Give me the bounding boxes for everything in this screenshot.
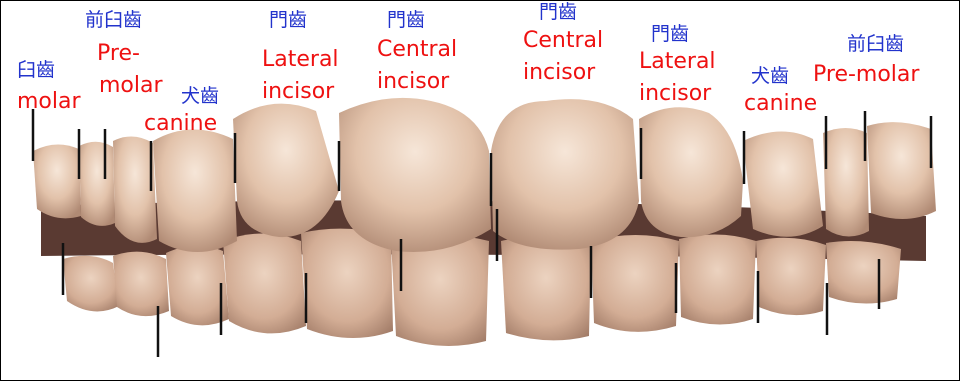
label-premolar-en-right-line1: Pre- <box>97 43 140 65</box>
label-central-incisor-zh-right: 門齒 <box>387 11 425 30</box>
label-premolar-zh-right: 前臼齒 <box>85 11 142 30</box>
label-molar-zh-right: 臼齒 <box>17 61 55 80</box>
label-canine-zh-right: 犬齒 <box>181 87 219 106</box>
label-lateral-incisor-en-right-line2: incisor <box>262 81 334 103</box>
label-lateral-incisor-zh-left: 門齒 <box>651 25 689 44</box>
label-lateral-incisor-zh-right: 門齒 <box>269 11 307 30</box>
label-central-incisor-en-left-line1: Central <box>523 30 603 52</box>
label-canine-en-left: canine <box>744 93 817 115</box>
label-premolar-en-right-line2: molar <box>99 75 163 97</box>
label-lateral-incisor-en-left-line2: incisor <box>639 83 711 105</box>
label-central-incisor-en-right-line1: Central <box>377 39 457 61</box>
label-lateral-incisor-en-left-line1: Lateral <box>639 51 716 73</box>
label-lateral-incisor-en-right-line1: Lateral <box>262 49 339 71</box>
label-central-incisor-en-right-line2: incisor <box>377 71 449 93</box>
label-molar-en-right: molar <box>17 91 81 113</box>
label-central-incisor-zh-left: 門齒 <box>539 3 577 22</box>
label-premolar-zh-left: 前臼齒 <box>847 35 904 54</box>
label-canine-en-right: canine <box>144 113 217 135</box>
label-premolar-en-left: Pre-molar <box>813 64 919 86</box>
label-central-incisor-en-left-line2: incisor <box>523 62 595 84</box>
label-canine-zh-left: 犬齒 <box>751 67 789 86</box>
